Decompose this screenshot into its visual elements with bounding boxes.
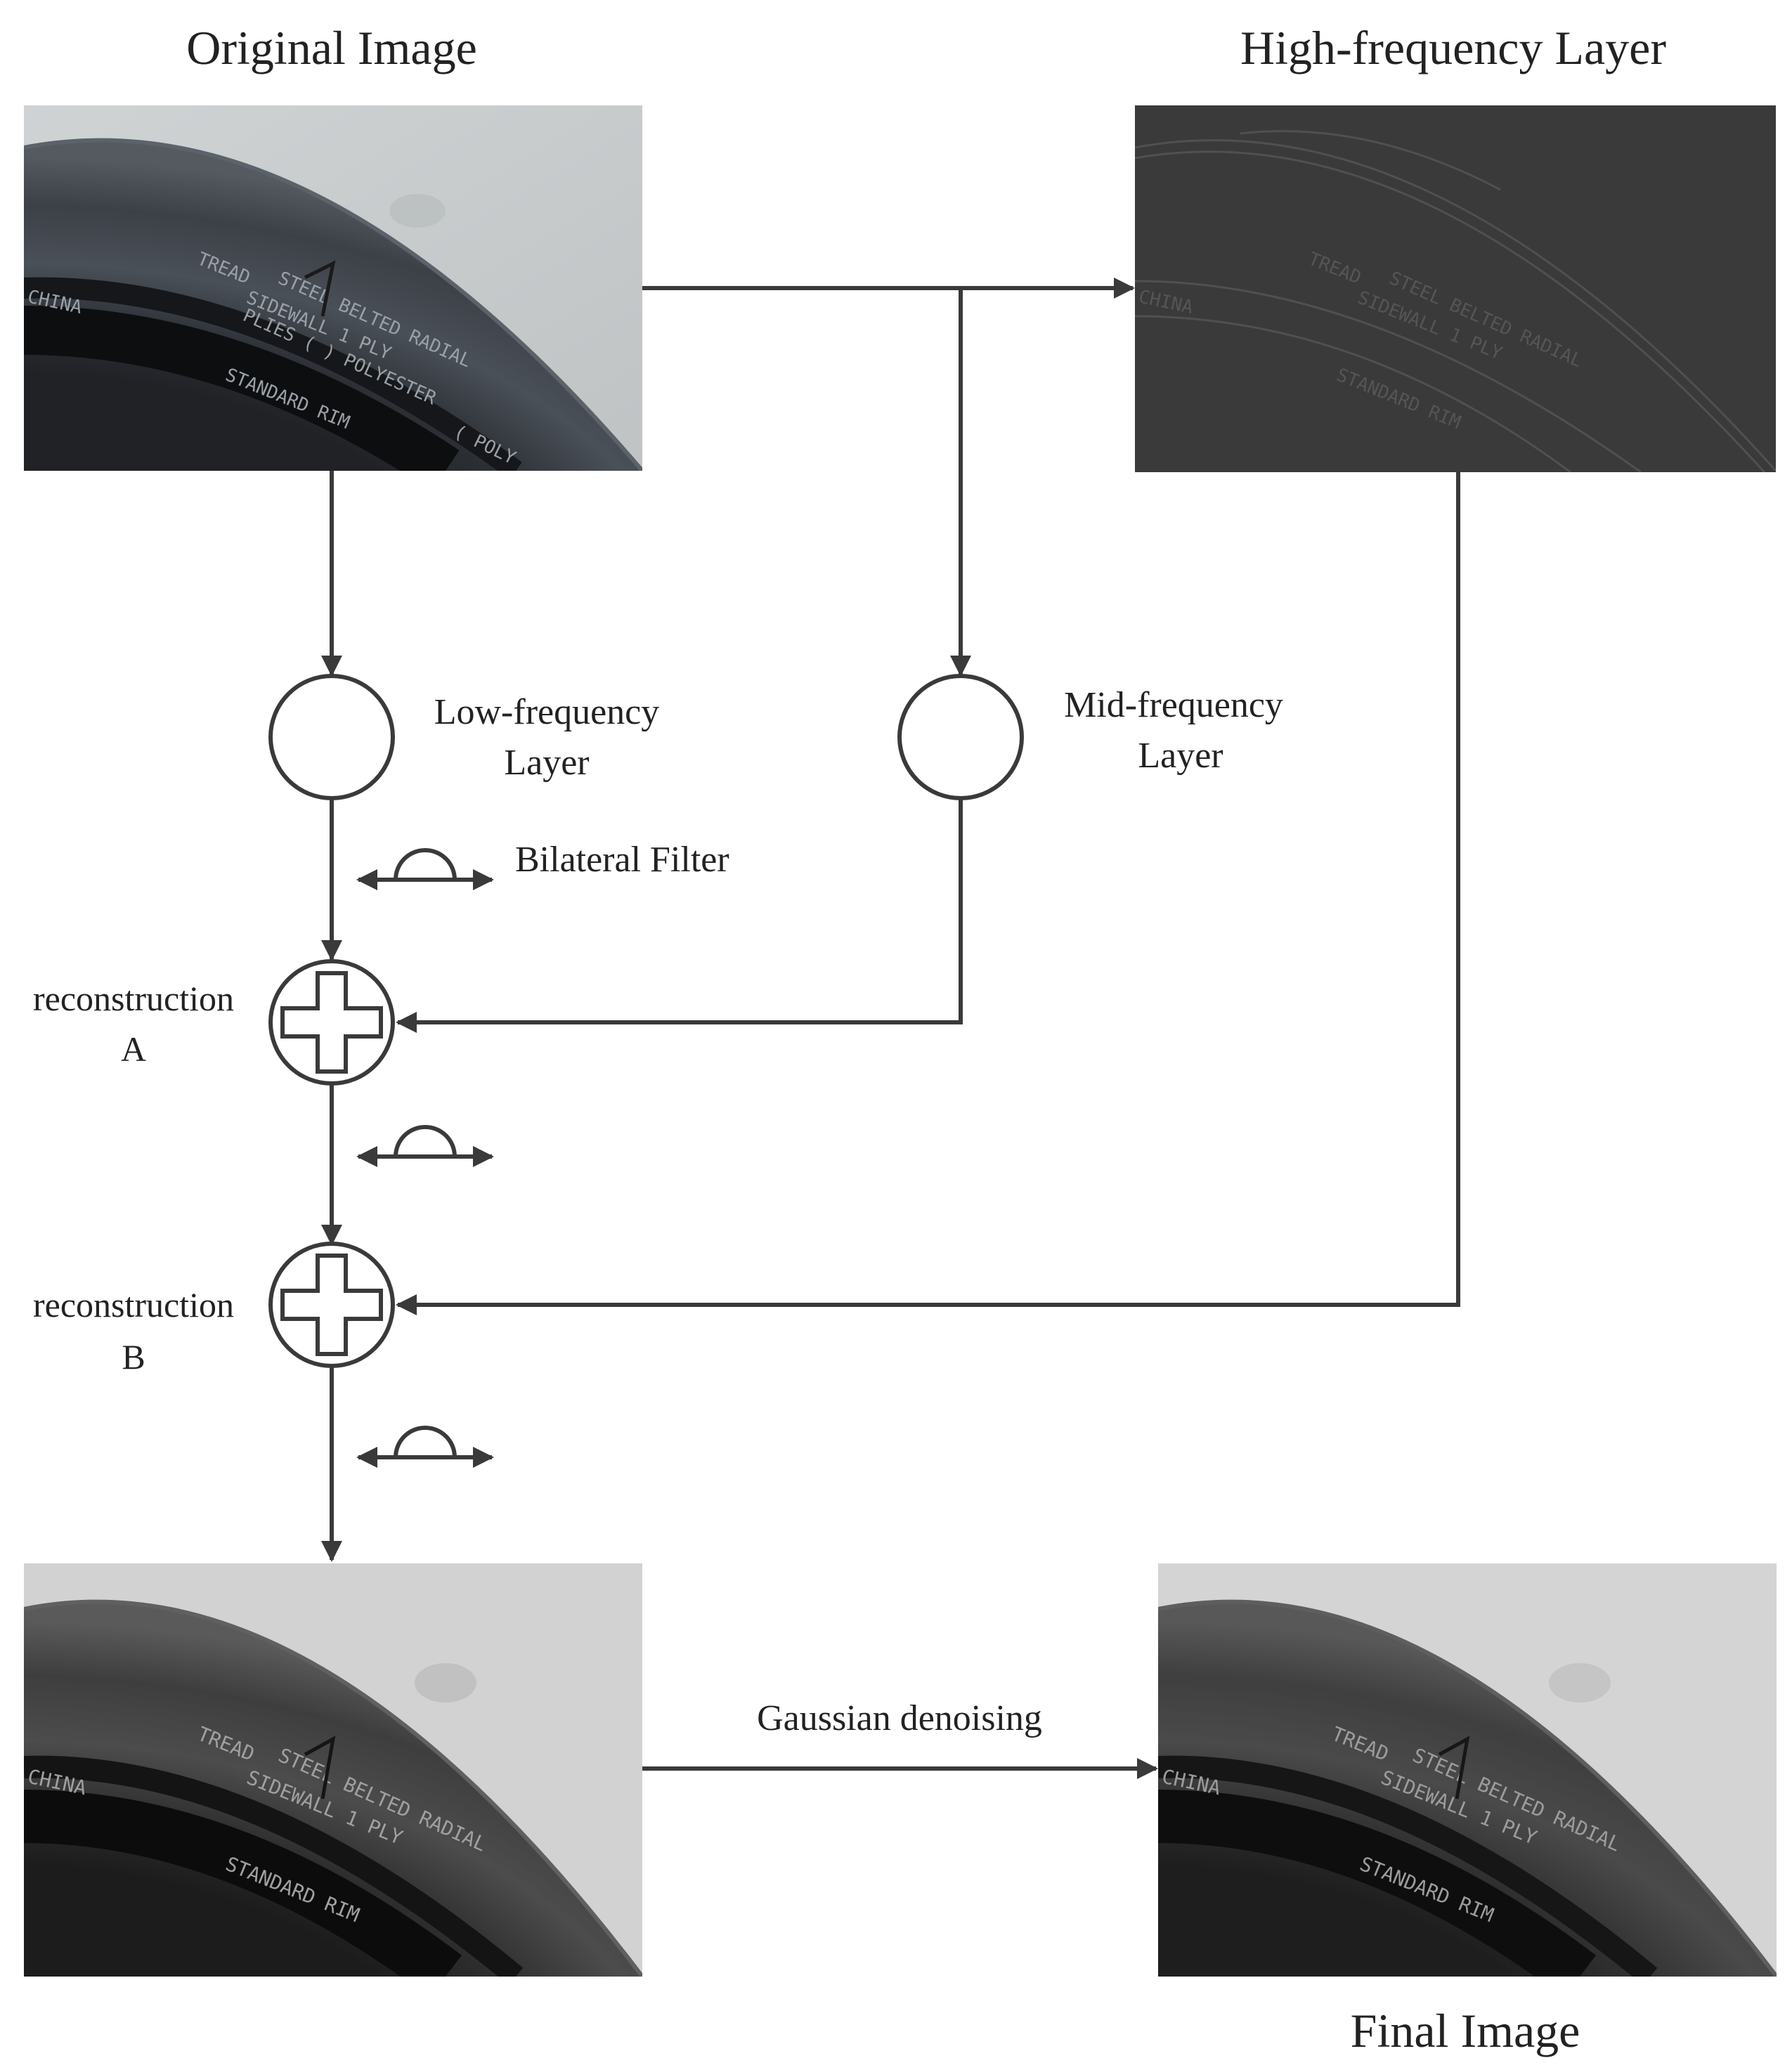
mid-frequency-label-2: Layer (1138, 736, 1223, 776)
low-frequency-node (268, 674, 395, 800)
reconstructed-image: TREAD STEEL BELTED RADIAL SIDEWALL 1 PLY… (24, 1563, 642, 1977)
original-image-title: Original Image (186, 21, 477, 74)
reconstruction-a-label-2: A (120, 1029, 147, 1069)
low-frequency-label-2: Layer (504, 743, 590, 783)
arrow-high-to-recon-b (396, 472, 1460, 1315)
mid-frequency-label-1: Mid-frequency (1064, 685, 1283, 725)
reconstruction-b-label-1: reconstruction (32, 1285, 235, 1324)
low-frequency-label-1: Low-frequency (434, 692, 660, 732)
bilateral-filter-icon (356, 848, 494, 890)
high-frequency-title: High-frequency Layer (1240, 21, 1667, 74)
reconstruction-b-node (268, 1242, 395, 1368)
bilateral-filter-icon (356, 1125, 494, 1167)
reconstruction-a-label-1: reconstruction (32, 979, 235, 1018)
arrow-mid-to-recon-a (396, 800, 963, 1033)
final-image-title: Final Image (1350, 2004, 1580, 2057)
bilateral-filter-label: Bilateral Filter (515, 840, 729, 880)
plus-icon (280, 1254, 383, 1356)
high-frequency-image: TREAD STEEL BELTED RADIAL SIDEWALL 1 PLY… (1135, 105, 1776, 472)
reconstruction-b-label-2: B (122, 1337, 145, 1376)
plus-icon (280, 971, 383, 1074)
final-image: TREAD STEEL BELTED RADIAL SIDEWALL 1 PLY… (1158, 1563, 1777, 1977)
bilateral-filter-icon (356, 1426, 494, 1468)
gaussian-denoising-label: Gaussian denoising (757, 1698, 1042, 1738)
mid-frequency-node (897, 674, 1024, 800)
original-image: TREAD STEEL BELTED RADIAL PLIES ( ) POLY… (24, 105, 642, 471)
reconstruction-a-node (268, 959, 395, 1086)
